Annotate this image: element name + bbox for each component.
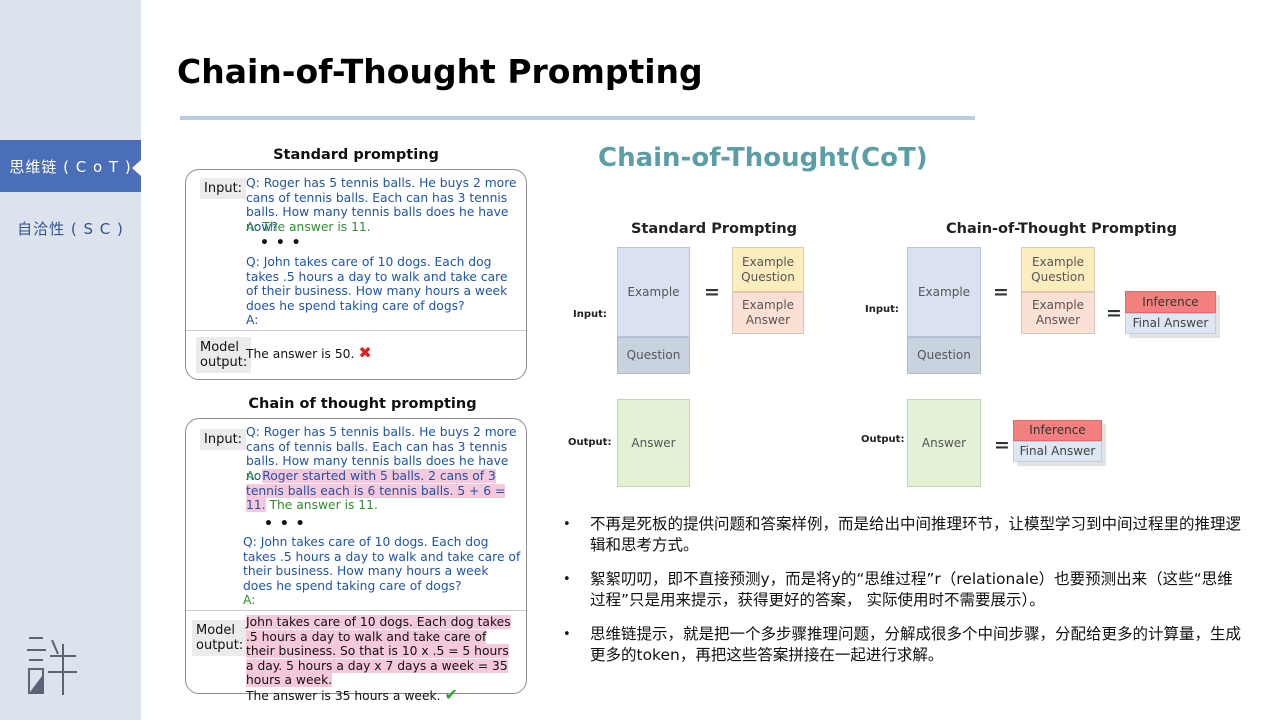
sidebar-item-label: 自洽性 ( S C ) bbox=[17, 219, 124, 238]
model-output-label: Model output: bbox=[192, 620, 248, 656]
answer-text: The answer is 11. bbox=[265, 498, 378, 513]
label-line: output: bbox=[196, 638, 244, 653]
example-answer-box: Example Answer bbox=[732, 292, 804, 334]
question-box: Question bbox=[617, 337, 690, 374]
ellipsis: • • • bbox=[260, 235, 302, 251]
cot-prompting-panel: Input: Q: Roger has 5 tennis balls. He b… bbox=[185, 418, 527, 703]
answer-box: Answer bbox=[617, 399, 690, 487]
example-answer: A: The answer is 11. bbox=[246, 220, 371, 234]
model-output: The answer is 50. ✖ bbox=[246, 343, 520, 362]
test-question: Q: John takes care of 10 dogs. Each dog … bbox=[243, 535, 521, 593]
bullet-item: 絮絮叨叨，即不直接预测y，而是将y的“思维过程”r（relationale）也要… bbox=[562, 569, 1242, 611]
label-line: Model bbox=[200, 340, 240, 355]
sidebar-item-sc[interactable]: 自洽性 ( S C ) bbox=[0, 202, 141, 254]
label-line: Model bbox=[196, 623, 236, 638]
divider bbox=[186, 330, 526, 331]
example-question: Q: Roger has 5 tennis balls. He buys 2 m… bbox=[246, 176, 517, 234]
active-caret-icon bbox=[132, 160, 141, 176]
divider bbox=[186, 610, 526, 611]
example-question: Q: Roger has 5 tennis balls. He buys 2 m… bbox=[246, 425, 517, 483]
example-answer-box: Example Answer bbox=[1021, 292, 1095, 334]
final-answer-box: Final Answer bbox=[1125, 313, 1216, 334]
inference-box: Inference bbox=[1125, 291, 1216, 313]
ellipsis: • • • bbox=[264, 516, 306, 532]
test-answer-prompt: A: bbox=[246, 313, 259, 327]
cot-prompting-heading: Chain-of-Thought Prompting bbox=[946, 221, 1177, 237]
cross-icon: ✖ bbox=[358, 343, 372, 362]
answer-prefix: A: bbox=[246, 469, 263, 483]
standard-prompting-title: Standard prompting bbox=[273, 147, 439, 163]
input-label: Input: bbox=[200, 429, 247, 450]
standard-prompting-panel: Input: Q: Roger has 5 tennis balls. He b… bbox=[185, 169, 527, 380]
final-answer-box: Final Answer bbox=[1013, 441, 1102, 462]
output-reasoning: John takes care of 10 dogs. Each dog tak… bbox=[246, 615, 511, 688]
input-label: Input: bbox=[200, 178, 247, 199]
standard-prompting-heading: Standard Prompting bbox=[631, 221, 798, 237]
cot-prompting-title: Chain of thought prompting bbox=[248, 396, 477, 412]
input-label: Input: bbox=[573, 309, 607, 320]
equals-sign: = bbox=[993, 281, 1009, 303]
bullet-item: 思维链提示，就是把一个多步骤推理问题，分解成很多个中间步骤，分配给更多的计算量，… bbox=[562, 624, 1242, 666]
equals-sign: = bbox=[994, 434, 1010, 456]
input-label: Input: bbox=[865, 304, 899, 315]
answer-box: Answer bbox=[907, 399, 981, 487]
test-question: Q: John takes care of 10 dogs. Each dog … bbox=[246, 255, 508, 313]
sidebar-item-label: 思维链 ( C o T ) bbox=[9, 157, 132, 176]
example-box: Example bbox=[907, 247, 981, 337]
sidebar-item-cot[interactable]: 思维链 ( C o T ) bbox=[0, 140, 141, 192]
output-answer: The answer is 35 hours a week. bbox=[246, 688, 441, 703]
equals-sign: = bbox=[704, 281, 720, 303]
sidebar: 思维链 ( C o T ) 自洽性 ( S C ) bbox=[0, 0, 141, 720]
check-icon: ✔ bbox=[444, 684, 458, 704]
model-output: John takes care of 10 dogs. Each dog tak… bbox=[246, 615, 518, 704]
title-divider bbox=[180, 116, 975, 120]
inference-box: Inference bbox=[1013, 420, 1102, 441]
equals-sign: = bbox=[1106, 302, 1122, 324]
model-output-label: Model output: bbox=[196, 337, 252, 373]
diagram-title: Chain-of-Thought(CoT) bbox=[598, 143, 928, 173]
example-question-box: Example Question bbox=[732, 247, 804, 292]
example-question-box: Example Question bbox=[1021, 247, 1095, 292]
bullet-item: 不再是死板的提供问题和答案样例，而是给出中间推理环节，让模型学习到中间过程里的推… bbox=[562, 514, 1242, 556]
question-box: Question bbox=[907, 337, 981, 374]
label-line: output: bbox=[200, 355, 248, 370]
test-answer-prompt: A: bbox=[243, 593, 256, 607]
page-title: Chain-of-Thought Prompting bbox=[177, 52, 703, 91]
output-label: Output: bbox=[568, 437, 612, 448]
output-label: Output: bbox=[861, 434, 905, 445]
bullet-list: 不再是死板的提供问题和答案样例，而是给出中间推理环节，让模型学习到中间过程里的推… bbox=[562, 514, 1242, 679]
example-box: Example bbox=[617, 247, 690, 337]
output-text: The answer is 50. bbox=[246, 347, 355, 361]
example-answer: A: Roger started with 5 balls. 2 cans of… bbox=[246, 469, 522, 513]
logo-icon bbox=[27, 637, 77, 695]
